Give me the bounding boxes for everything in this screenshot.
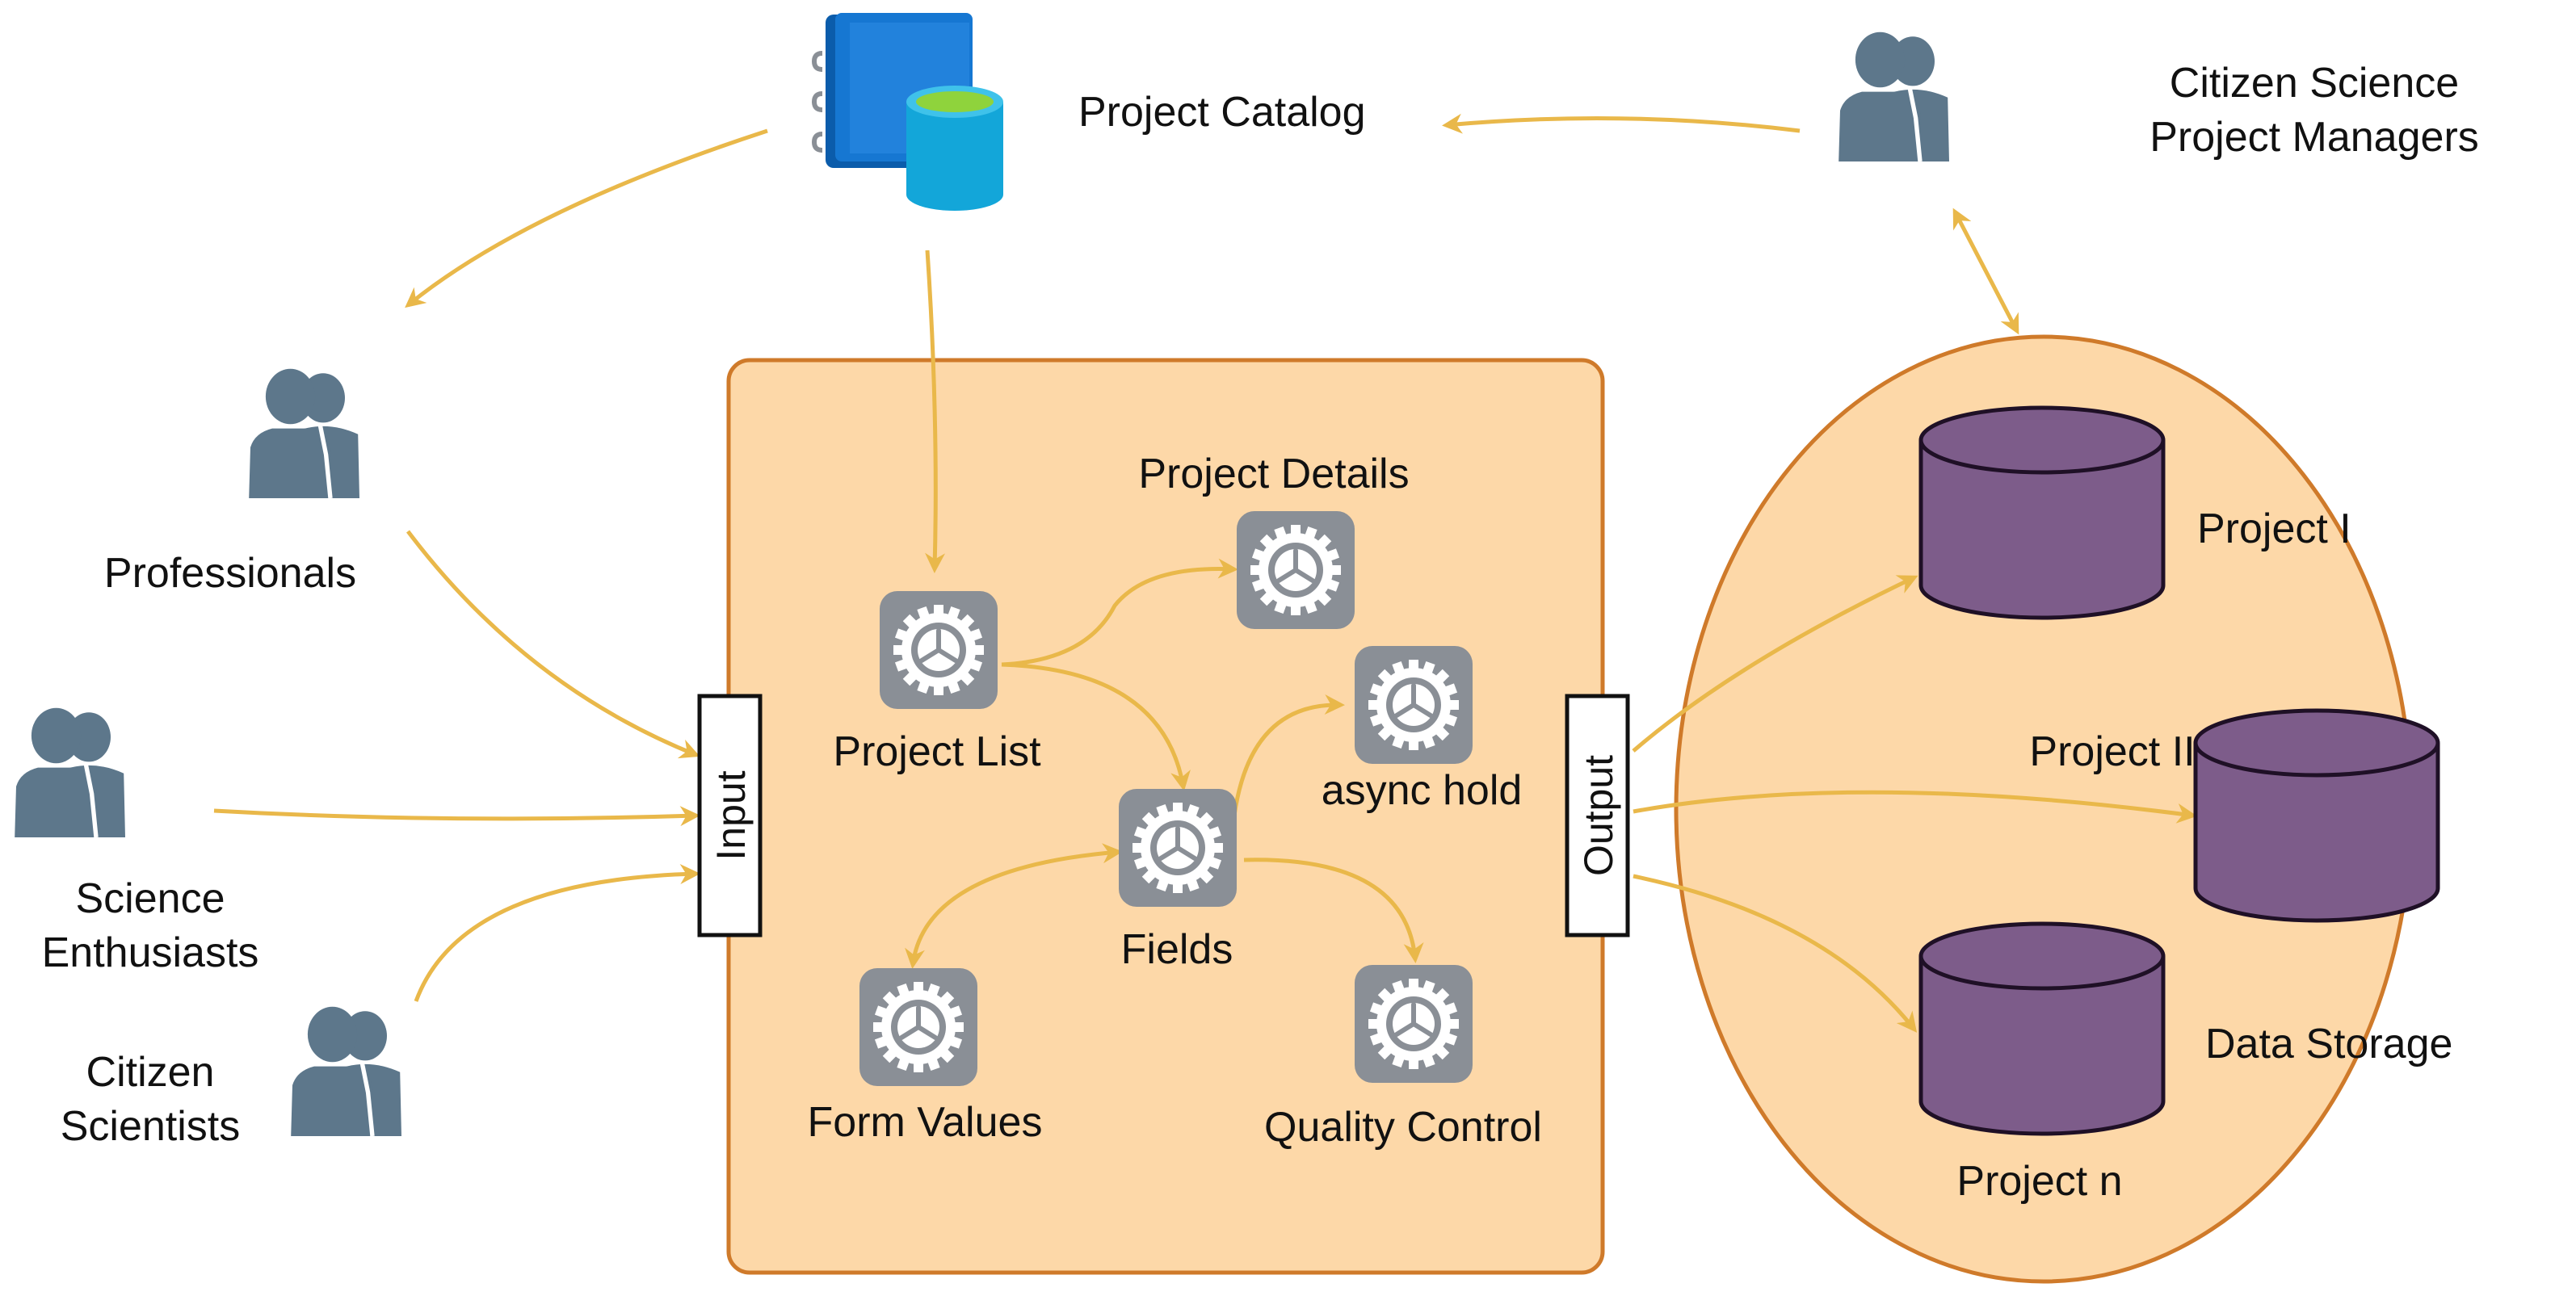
- enthusiasts-icon: [15, 708, 125, 837]
- catalog-label: Project Catalog: [1078, 89, 1366, 136]
- label-line: Science: [76, 875, 225, 922]
- node-project-details: Project Details: [1138, 451, 1410, 629]
- book-database-icon: [811, 13, 1003, 211]
- edge-managers-storage: [1952, 208, 2019, 335]
- node-quality-control: Quality Control: [1264, 965, 1542, 1151]
- cylinder-database-icon: [1921, 408, 2163, 618]
- label-line: Citizen Science: [2170, 60, 2459, 107]
- project-i-label: Project I: [2197, 505, 2351, 552]
- label-line: Professionals: [104, 550, 356, 597]
- edge-managers-to-catalog: [1442, 113, 1801, 134]
- edge-catalog-to-professionals: [405, 128, 768, 308]
- edge-projectlist-to-details: [1001, 558, 1238, 667]
- project-n-label: Project n: [1956, 1158, 2122, 1205]
- node-form-values: Form Values: [808, 968, 1043, 1146]
- label-line: Scientists: [61, 1103, 241, 1150]
- edge-output-to-project-ii: [1633, 790, 2197, 824]
- label-line: Citizen: [86, 1049, 215, 1096]
- project-details-label: Project Details: [1138, 451, 1409, 497]
- form-values-label: Form Values: [808, 1099, 1043, 1146]
- edge-fields-to-quality: [1243, 858, 1424, 963]
- edge-fields-to-async: [1232, 694, 1345, 816]
- label-line: Enthusiasts: [42, 929, 259, 976]
- gear-icon: [1355, 965, 1473, 1083]
- gear-icon: [1237, 511, 1355, 629]
- async-hold-label: async hold: [1322, 767, 1523, 814]
- gear-icon: [880, 591, 998, 709]
- fields-label: Fields: [1121, 926, 1233, 973]
- edge-projectlist-to-fields: [1001, 662, 1191, 791]
- data-storage-label: Data Storage: [2205, 1021, 2452, 1067]
- project-list-label: Project List: [833, 728, 1041, 775]
- node-project-list: Project List: [833, 591, 1041, 775]
- edge-output-to-project-i: [1632, 575, 1918, 753]
- quality-control-label: Quality Control: [1264, 1104, 1542, 1151]
- input-label: Input: [708, 770, 754, 860]
- edge-citizens-to-input: [414, 864, 700, 1002]
- gear-icon: [1119, 789, 1237, 907]
- node-async-hold: async hold: [1322, 646, 1523, 814]
- output-label: Output: [1576, 755, 1621, 876]
- edges: [213, 113, 2197, 1033]
- cylinder-database-icon: [1921, 924, 2163, 1134]
- output-port: Output: [1565, 694, 1630, 937]
- edge-catalog-to-project-list: [925, 250, 946, 573]
- gear-icon: [1355, 646, 1473, 764]
- label-line: Project Managers: [2149, 114, 2479, 161]
- professionals-label: Professionals: [104, 550, 356, 597]
- db-project-ii: Project II: [2029, 711, 2438, 921]
- node-fields: Fields: [1119, 789, 1237, 973]
- edge-professionals-to-input: [406, 530, 700, 759]
- managers-icon: [1838, 32, 1949, 161]
- citizens-icon: [291, 1007, 401, 1136]
- edge-output-to-project-n: [1633, 874, 1918, 1033]
- professionals-icon: [249, 369, 359, 498]
- db-project-i: Project I: [1921, 408, 2351, 618]
- edge-enthusiasts-to-input: [213, 806, 700, 827]
- db-project-n: Project n: [1921, 924, 2163, 1205]
- edge-fields-formvalues: [905, 843, 1123, 969]
- cylinder-database-icon: [2196, 711, 2438, 921]
- gear-icon: [859, 968, 977, 1086]
- input-port: Input: [697, 694, 763, 937]
- project-ii-label: Project II: [2029, 728, 2195, 775]
